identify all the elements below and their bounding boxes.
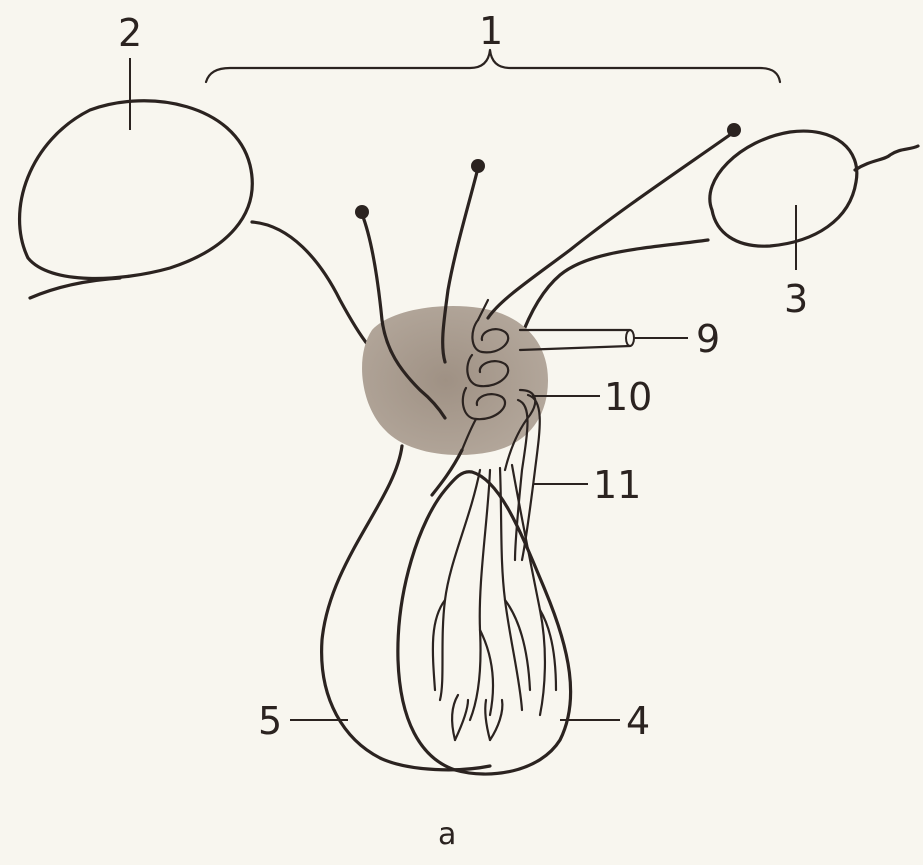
tube-9-end bbox=[626, 330, 634, 346]
central-mass bbox=[362, 306, 548, 455]
stalk-right bbox=[488, 132, 734, 318]
stalk-middle-knob bbox=[471, 159, 485, 173]
brace-1 bbox=[206, 50, 780, 82]
label-10: 10 bbox=[604, 378, 652, 416]
right-ovary-ligament bbox=[855, 146, 918, 170]
label-1: 1 bbox=[479, 12, 503, 50]
right-ovary-shape bbox=[710, 131, 857, 246]
stalk-right-knob bbox=[727, 123, 741, 137]
gland-tubules bbox=[433, 465, 556, 740]
label-4: 4 bbox=[626, 702, 650, 740]
left-ovary-ligament bbox=[30, 278, 120, 298]
figure-caption: a bbox=[438, 820, 456, 850]
label-9: 9 bbox=[696, 320, 720, 358]
label-3: 3 bbox=[784, 280, 808, 318]
left-ovary-shape bbox=[20, 101, 253, 279]
label-2: 2 bbox=[118, 14, 142, 52]
left-oviduct bbox=[252, 222, 368, 345]
right-oviduct bbox=[520, 240, 708, 340]
sac-5 bbox=[322, 446, 490, 770]
gland-4 bbox=[398, 472, 571, 774]
label-5: 5 bbox=[258, 702, 282, 740]
label-11: 11 bbox=[593, 466, 641, 504]
stalk-left-knob bbox=[355, 205, 369, 219]
